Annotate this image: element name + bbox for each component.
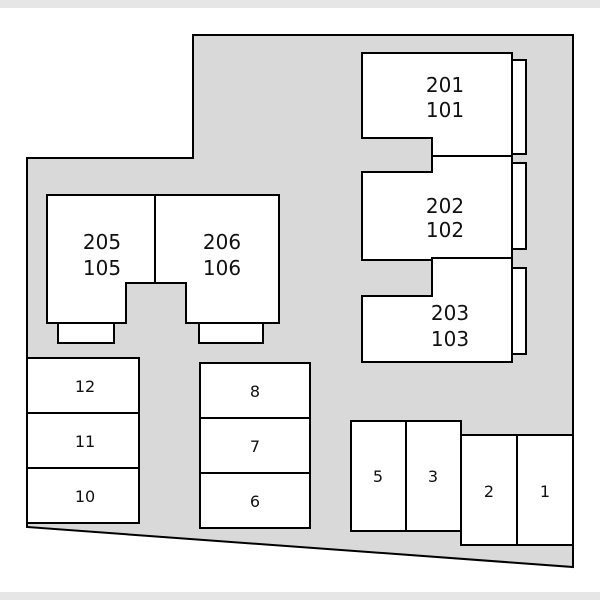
unit-lower-label: 106 (203, 256, 241, 280)
building-shape (154, 194, 280, 324)
parking-space (199, 472, 311, 529)
balcony (511, 59, 527, 155)
bottom-band (0, 592, 600, 600)
parking-label: 10 (75, 487, 95, 506)
unit-lower-label: 103 (431, 327, 469, 351)
parking-space (199, 417, 311, 474)
parking-space (516, 434, 574, 546)
balcony (511, 162, 527, 250)
parking-space (26, 357, 140, 414)
parking-label: 2 (484, 482, 494, 501)
unit-upper-label: 205 (83, 230, 121, 254)
parking-label: 6 (250, 492, 260, 511)
parking-right-a: 5 3 (350, 420, 462, 532)
balcony (198, 322, 264, 344)
parking-label: 12 (75, 377, 95, 396)
parking-label: 7 (250, 437, 260, 456)
unit-lower-label: 101 (426, 98, 464, 122)
building-205-105: 205 105 (46, 194, 156, 344)
building-201-101: 201 101 (361, 52, 527, 157)
parking-left: 12 11 10 (26, 357, 140, 524)
parking-label: 3 (428, 467, 438, 486)
unit-lower-label: 102 (426, 218, 464, 242)
top-band (0, 0, 600, 8)
parking-label: 1 (540, 482, 550, 501)
balcony (57, 322, 115, 344)
unit-upper-label: 201 (426, 73, 464, 97)
parking-space (26, 467, 140, 524)
building-shape (361, 257, 513, 363)
building-202-102: 202 102 (361, 155, 527, 261)
parking-label: 8 (250, 382, 260, 401)
parking-label: 5 (373, 467, 383, 486)
parking-space (199, 362, 311, 419)
unit-upper-label: 202 (426, 194, 464, 218)
parking-space (405, 420, 462, 532)
balcony (511, 267, 527, 355)
building-203-103: 203 103 (361, 257, 527, 363)
unit-upper-label: 203 (431, 301, 469, 325)
parking-space (350, 420, 407, 532)
unit-lower-label: 105 (83, 256, 121, 280)
parking-space (460, 434, 518, 546)
building-206-106: 206 106 (154, 194, 280, 344)
parking-right-b: 2 1 (460, 434, 574, 546)
parking-mid: 8 7 6 (199, 362, 311, 529)
unit-upper-label: 206 (203, 230, 241, 254)
parking-label: 11 (75, 432, 95, 451)
